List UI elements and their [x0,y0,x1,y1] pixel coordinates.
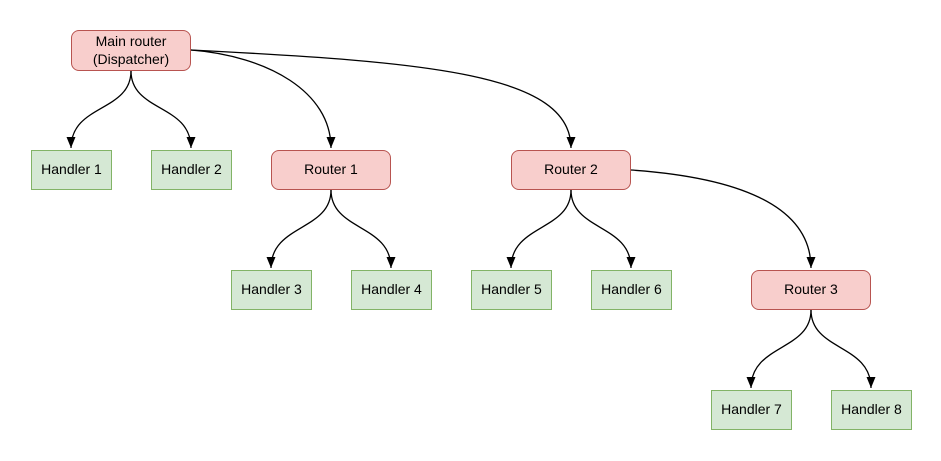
edge-main-router-to-router-1 [190,49,336,149]
edge-router-2-to-handler-5 [506,189,572,269]
edge-main-router-to-handler-2 [130,70,196,149]
edge-main-router-to-handler-1 [66,70,132,149]
edge-router-1-to-handler-3 [266,189,332,269]
node-router-3: Router 3 [751,270,871,310]
node-handler-8: Handler 8 [831,390,912,430]
node-router-2: Router 2 [511,150,631,190]
edge-router-2-to-router-3 [630,169,816,269]
edge-router-2-to-handler-6 [570,189,636,269]
edge-router-1-to-handler-4 [330,189,396,269]
node-handler-4: Handler 4 [351,270,432,310]
edge-router-3-to-handler-7 [746,309,812,389]
node-handler-7: Handler 7 [711,390,792,430]
node-router-1: Router 1 [271,150,391,190]
node-handler-2: Handler 2 [151,150,232,190]
node-handler-1: Handler 1 [31,150,112,190]
node-main-router: Main router (Dispatcher) [71,30,191,71]
node-handler-5: Handler 5 [471,270,552,310]
edge-main-router-to-router-2 [190,49,576,149]
node-handler-3: Handler 3 [231,270,312,310]
edge-router-3-to-handler-8 [810,309,876,389]
node-handler-6: Handler 6 [591,270,672,310]
